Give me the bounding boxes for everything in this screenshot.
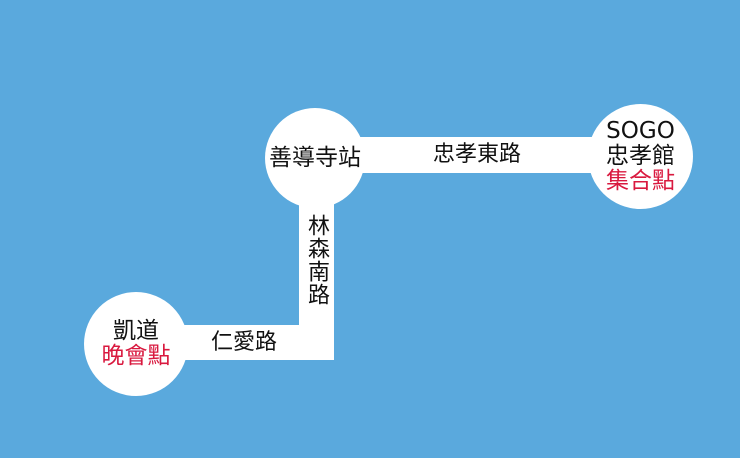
stop-label-zhongxiao-hall: 忠孝館 — [606, 143, 675, 170]
stop-sogo-zhongxiao: SOGO 忠孝館 集合點 — [588, 104, 693, 209]
road-label-zhongxiao-east: 忠孝東路 — [433, 142, 522, 167]
stop-label-sogo: SOGO — [606, 118, 675, 145]
stop-label-kaidao: 凱道 — [113, 318, 159, 345]
stop-shandao-temple-station: 善導寺站 — [265, 108, 365, 208]
stop-label-shandao-temple-station: 善導寺站 — [269, 144, 361, 171]
stop-label-evening-point: 晚會點 — [101, 343, 171, 369]
stop-kaidao-evening-point: 凱道 晚會點 — [84, 292, 188, 396]
stop-label-meeting-point: 集合點 — [606, 167, 675, 194]
road-label-linsen-south: 林森南路 — [304, 214, 329, 306]
road-label-renai: 仁愛路 — [211, 330, 278, 355]
